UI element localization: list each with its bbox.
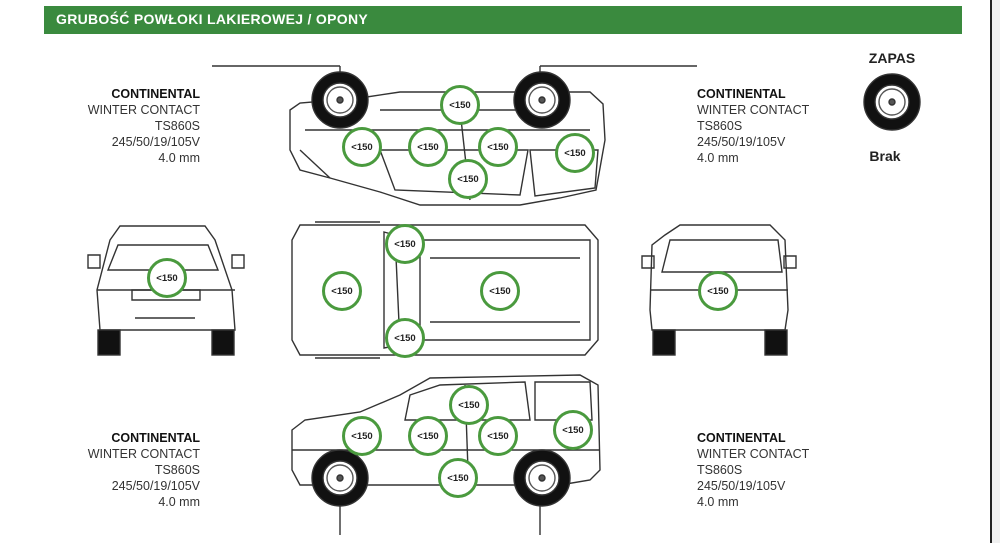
measurement-badge: <150 <box>553 410 593 450</box>
tire-brand: CONTINENTAL <box>111 87 200 101</box>
measurement-badge: <150 <box>478 416 518 456</box>
measurement-badge: <150 <box>342 416 382 456</box>
tire-top-left <box>311 71 369 129</box>
tire-brand: CONTINENTAL <box>697 87 786 101</box>
measurement-badge: <150 <box>147 258 187 298</box>
tire-model: WINTER CONTACT <box>87 103 200 117</box>
tire-size: 245/50/19/105V <box>111 479 200 493</box>
tire-size: 245/50/19/105V <box>697 479 786 493</box>
tire-code: TS860S <box>154 119 200 133</box>
measurement-badge: <150 <box>408 127 448 167</box>
measurement-badge: <150 <box>448 159 488 199</box>
tire-bottom-right <box>513 449 571 507</box>
tire-code: TS860S <box>154 463 200 477</box>
tire-info-rear-right: CONTINENTAL WINTER CONTACT TS860S 245/50… <box>697 430 817 510</box>
tire-tread: 4.0 mm <box>158 151 200 165</box>
tire-info-front-right: CONTINENTAL WINTER CONTACT TS860S 245/50… <box>697 86 817 166</box>
tire-tread: 4.0 mm <box>158 495 200 509</box>
tire-info-rear-left: CONTINENTAL WINTER CONTACT TS860S 245/50… <box>80 430 200 510</box>
tire-bottom-left <box>311 449 369 507</box>
section-title: GRUBOŚĆ POWŁOKI LAKIEROWEJ / OPONY <box>56 11 368 27</box>
spare-status: Brak <box>869 148 901 164</box>
tire-model: WINTER CONTACT <box>87 447 200 461</box>
tire-model: WINTER CONTACT <box>697 103 810 117</box>
page-edge-line <box>990 0 992 543</box>
tire-size: 245/50/19/105V <box>697 135 786 149</box>
measurement-badge: <150 <box>478 127 518 167</box>
tire-code: TS860S <box>697 463 743 477</box>
measurement-badge: <150 <box>698 271 738 311</box>
tire-code: TS860S <box>697 119 743 133</box>
measurement-badge: <150 <box>480 271 520 311</box>
measurement-badge: <150 <box>408 416 448 456</box>
car-roof <box>291 221 599 359</box>
measurement-badge: <150 <box>385 318 425 358</box>
measurement-badge: <150 <box>385 224 425 264</box>
tire-tread: 4.0 mm <box>697 151 739 165</box>
measurement-badge: <150 <box>555 133 595 173</box>
tire-brand: CONTINENTAL <box>111 431 200 445</box>
spare-tire-icon <box>863 73 921 131</box>
measurement-badge: <150 <box>449 385 489 425</box>
tire-size: 245/50/19/105V <box>111 135 200 149</box>
tire-tread: 4.0 mm <box>697 495 739 509</box>
measurement-badge: <150 <box>322 271 362 311</box>
tire-model: WINTER CONTACT <box>697 447 810 461</box>
car-rear <box>641 224 797 356</box>
section-header: GRUBOŚĆ POWŁOKI LAKIEROWEJ / OPONY <box>44 6 962 34</box>
page-edge <box>990 0 1000 543</box>
tire-brand: CONTINENTAL <box>697 431 786 445</box>
measurement-badge: <150 <box>440 85 480 125</box>
measurement-badge: <150 <box>342 127 382 167</box>
measurement-badge: <150 <box>438 458 478 498</box>
spare-title: ZAPAS <box>868 50 916 66</box>
tire-top-right <box>513 71 571 129</box>
tire-info-front-left: CONTINENTAL WINTER CONTACT TS860S 245/50… <box>80 86 200 166</box>
